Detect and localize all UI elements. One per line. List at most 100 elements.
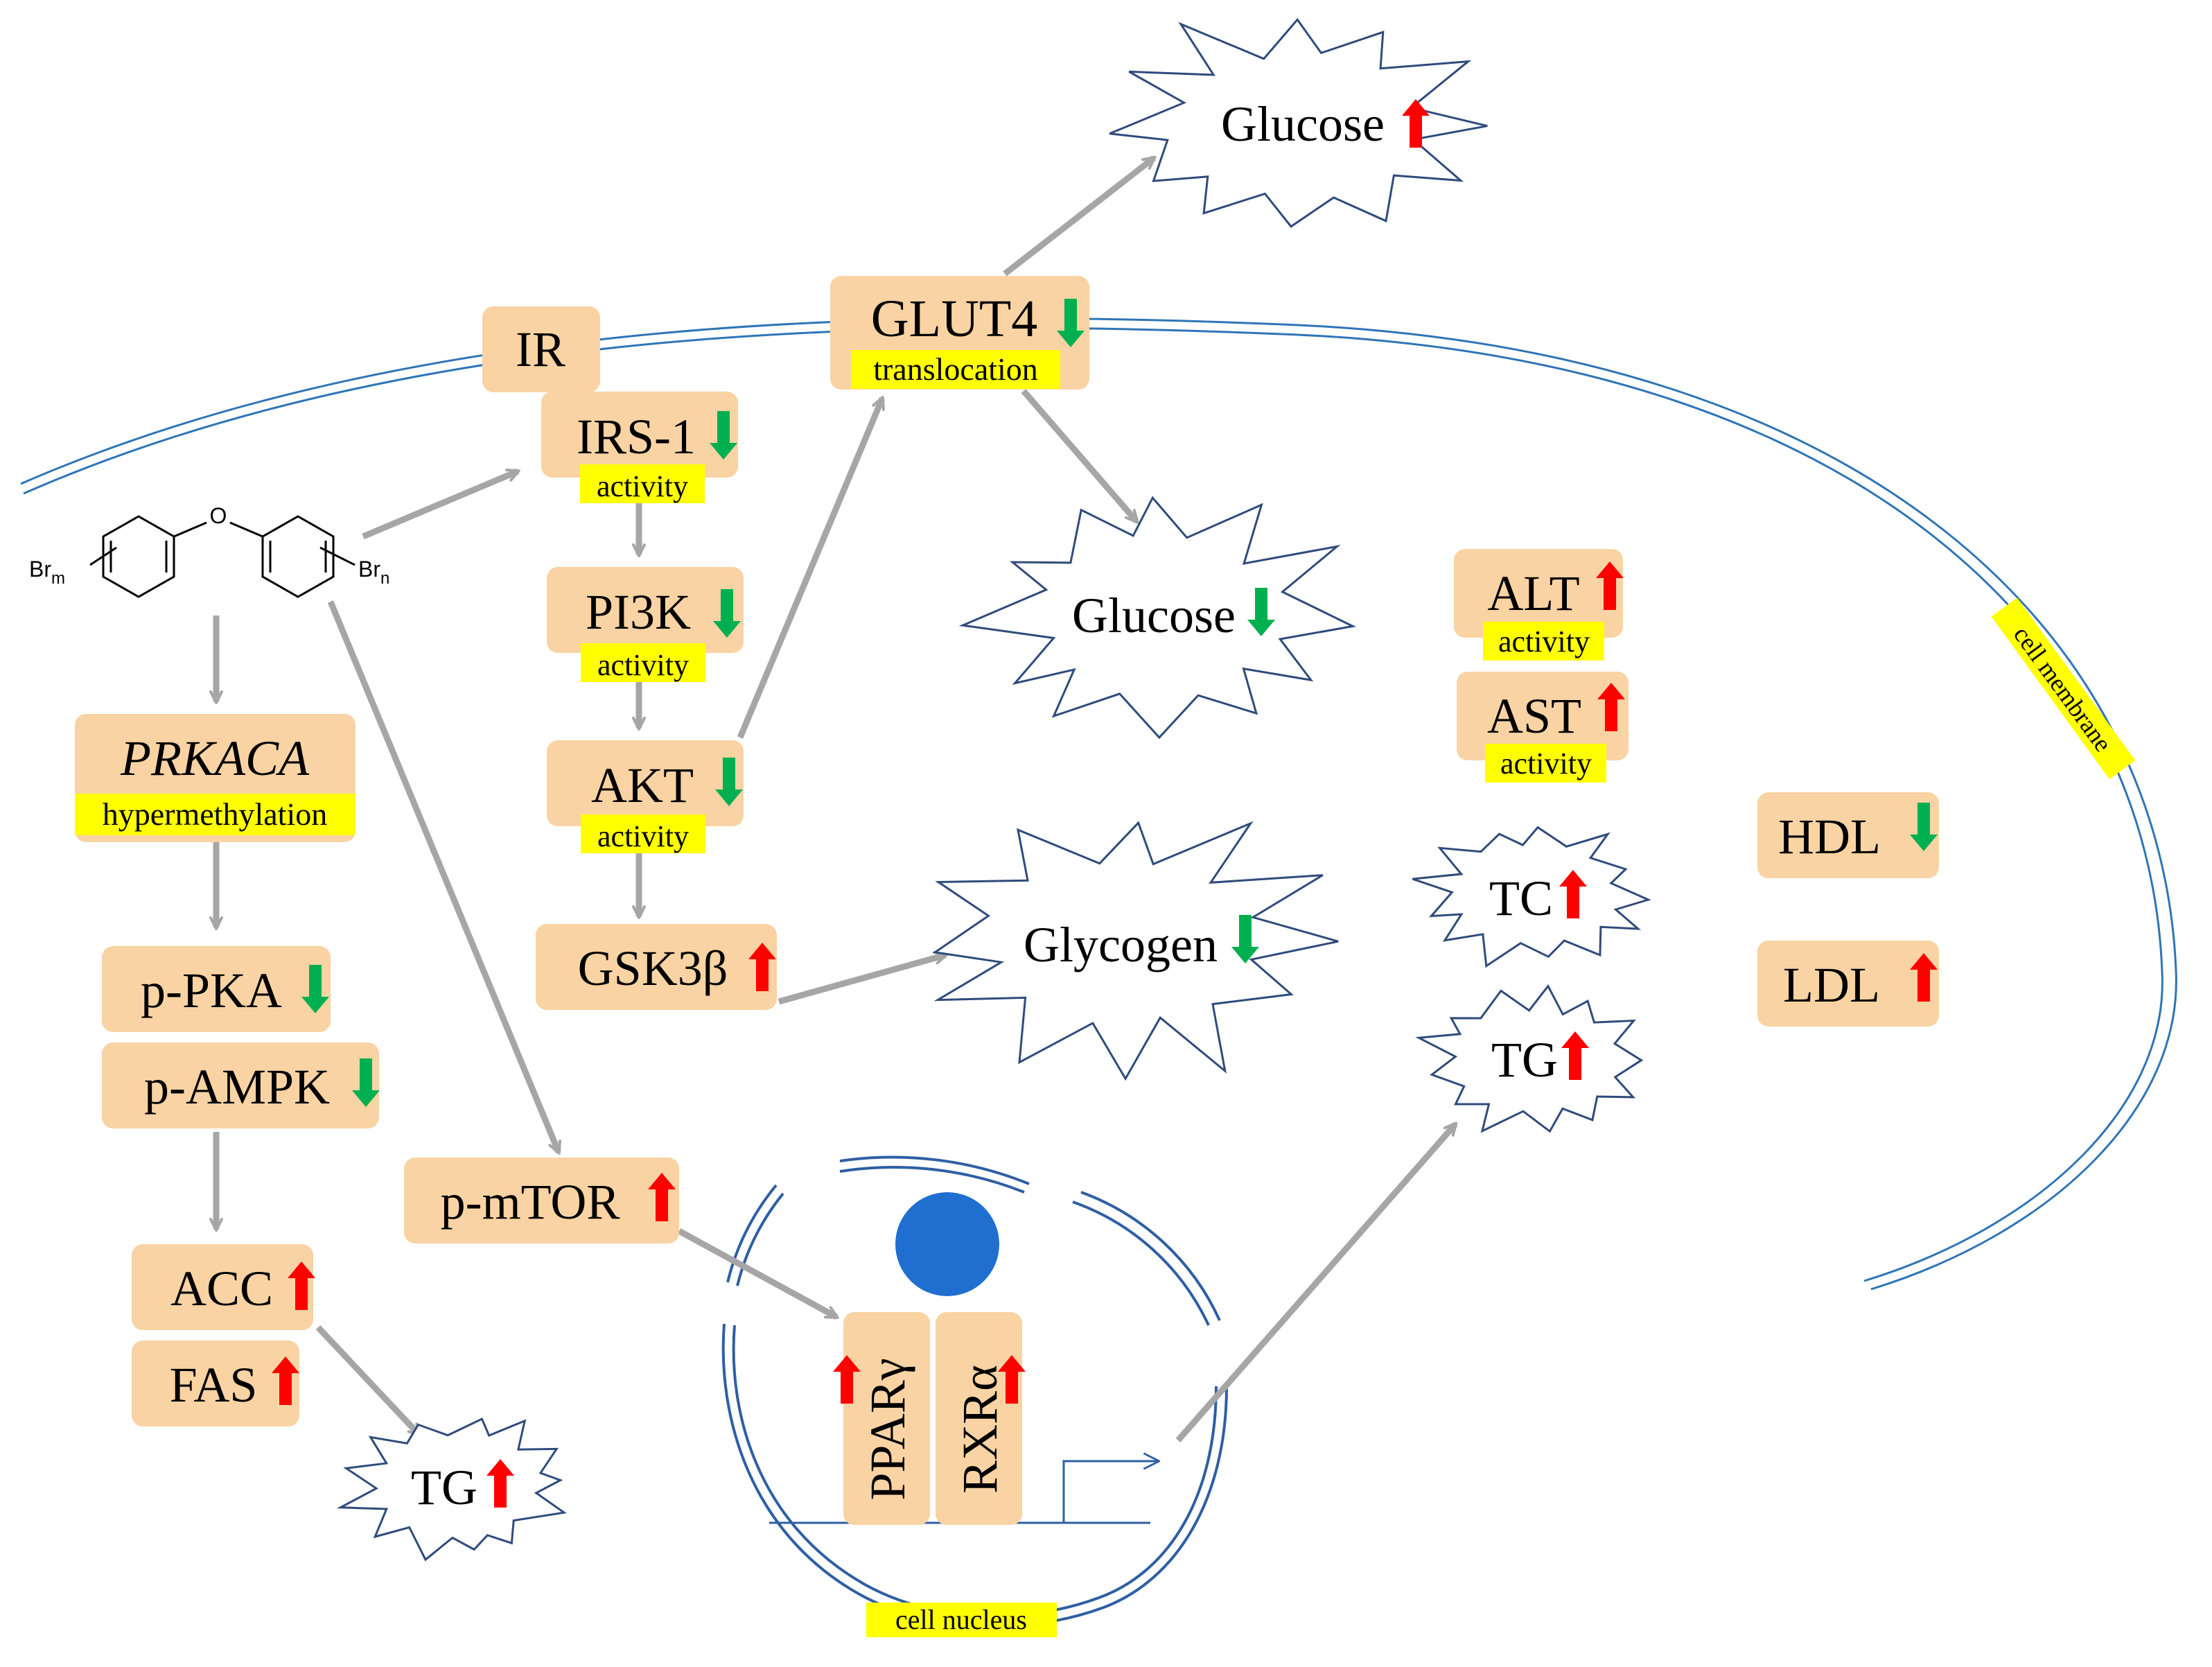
label-ppar: PPARγ xyxy=(860,1358,915,1500)
cell-nucleus-label: cell nucleus xyxy=(866,1603,1057,1637)
arrow-glut4-glucose-out xyxy=(1003,155,1157,277)
box-gsk3b xyxy=(536,924,777,1010)
box-pi3k xyxy=(547,567,744,653)
sublabel-irs1: activity xyxy=(597,469,688,503)
burst-tg-right xyxy=(1415,984,1644,1133)
transcription-start-arrow xyxy=(1062,1452,1161,1523)
cell-nucleus xyxy=(721,1155,1228,1628)
arrow-glut4-glucose-in xyxy=(1021,389,1139,524)
sublabel-pi3k: activity xyxy=(597,648,689,682)
sublabel-akt: activity xyxy=(597,819,689,853)
red-up-arrow-icon xyxy=(486,1459,514,1508)
green-down-arrow-icon xyxy=(1057,299,1085,347)
oxygen-atom: O xyxy=(210,503,227,528)
left-bromine: Brm xyxy=(29,557,65,588)
burst-labels: Glucose Glucose Glycogen TC TG TG xyxy=(411,96,1558,1515)
arrow-pbde-pmtor xyxy=(327,600,562,1155)
label-glucose-out: Glucose xyxy=(1221,96,1385,152)
label-hdl: HDL xyxy=(1778,809,1881,864)
sublabel-alt: activity xyxy=(1498,625,1590,658)
green-down-arrow-icon xyxy=(301,965,329,1013)
green-down-arrow-icon xyxy=(715,758,743,806)
red-up-arrow-icon xyxy=(1559,870,1587,918)
sub-label-backgrounds xyxy=(75,350,1606,853)
sublabel-ast: activity xyxy=(1500,747,1592,780)
box-hdl xyxy=(1757,792,1939,878)
right-bromine: Brn xyxy=(358,557,389,588)
label-pampk: p-AMPK xyxy=(144,1059,330,1115)
green-down-arrow-icon xyxy=(1247,588,1275,636)
pbde-structure xyxy=(89,515,356,598)
label-tg-left: TG xyxy=(411,1460,477,1515)
svg-text:cell membrane: cell membrane xyxy=(2008,621,2117,757)
label-fas: FAS xyxy=(170,1357,258,1413)
red-up-arrow-icon xyxy=(272,1356,299,1405)
label-gsk3b: GSK3β xyxy=(578,941,728,996)
box-pampk xyxy=(102,1042,379,1128)
box-ppka xyxy=(102,946,331,1032)
burst-glucose-in xyxy=(958,496,1357,740)
burst-glucose-out xyxy=(1109,17,1488,228)
label-irs1: IRS-1 xyxy=(577,409,696,464)
label-tc: TC xyxy=(1489,871,1553,926)
arrow-akt-glut4 xyxy=(737,396,886,739)
node-labels: IR IRS-1 activity PI3K activity AKT acti… xyxy=(103,290,1881,1501)
cell-membrane-label: cell membrane xyxy=(1991,597,2136,780)
sublabel-prkaca: hypermethylation xyxy=(103,796,327,832)
green-down-arrow-icon xyxy=(1910,803,1938,851)
box-irs1 xyxy=(541,392,738,478)
red-up-arrow-icon xyxy=(748,943,776,991)
arrow-pmtor-ppar xyxy=(677,1228,839,1320)
label-prkaca: PRKACA xyxy=(120,731,310,786)
label-rxr: RXRα xyxy=(952,1365,1008,1494)
box-ppar xyxy=(843,1312,930,1525)
label-ppka: p-PKA xyxy=(141,963,282,1018)
box-ir xyxy=(482,306,600,392)
red-up-arrow-icon xyxy=(998,1355,1026,1404)
arrow-rxr-tg xyxy=(1175,1121,1458,1442)
label-acc: ACC xyxy=(170,1261,273,1316)
box-rxr xyxy=(936,1312,1022,1525)
nucleolus xyxy=(895,1192,999,1296)
green-down-arrow-icon xyxy=(352,1058,380,1107)
green-down-arrow-icon xyxy=(713,589,741,638)
box-akt xyxy=(547,740,744,826)
red-up-arrow-icon xyxy=(288,1262,315,1310)
box-ast xyxy=(1457,672,1629,760)
box-pmtor xyxy=(404,1158,679,1243)
label-glycogen: Glycogen xyxy=(1024,917,1218,972)
green-down-arrow-icon xyxy=(1231,915,1259,963)
label-pmtor: p-mTOR xyxy=(441,1174,620,1230)
red-up-arrow-icon xyxy=(1596,561,1624,610)
burst-glycogen xyxy=(932,821,1339,1081)
arrow-gsk3b-glycogen xyxy=(778,951,948,1005)
red-up-arrow-icon xyxy=(1910,953,1938,1002)
sublabel-glut4: translocation xyxy=(873,351,1038,387)
arrow-acc-tg xyxy=(315,1325,422,1438)
svg-text:cell nucleus: cell nucleus xyxy=(895,1604,1027,1635)
label-ast: AST xyxy=(1487,688,1581,744)
box-fas xyxy=(132,1341,299,1426)
burst-tg-left xyxy=(336,1417,567,1562)
red-up-arrow-icon xyxy=(1561,1031,1589,1080)
green-down-arrow-icon xyxy=(710,411,737,460)
label-akt: AKT xyxy=(591,758,694,813)
arrow-pbde-irs1 xyxy=(362,468,520,540)
label-tg-right: TG xyxy=(1491,1032,1558,1088)
box-alt xyxy=(1454,549,1623,638)
red-up-arrow-icon xyxy=(648,1173,676,1221)
box-ldl xyxy=(1757,941,1939,1027)
red-up-arrow-icon xyxy=(1597,683,1625,731)
red-up-arrow-icon xyxy=(1402,99,1430,148)
label-pi3k: PI3K xyxy=(586,584,691,640)
burst-tc xyxy=(1412,826,1651,968)
box-acc xyxy=(132,1244,313,1330)
change-indicators xyxy=(272,99,1938,1508)
label-ldl: LDL xyxy=(1783,957,1880,1013)
red-up-arrow-icon xyxy=(833,1355,861,1404)
label-glut4: GLUT4 xyxy=(871,290,1038,348)
starbursts xyxy=(336,17,1651,1562)
boxes xyxy=(75,276,1939,1525)
